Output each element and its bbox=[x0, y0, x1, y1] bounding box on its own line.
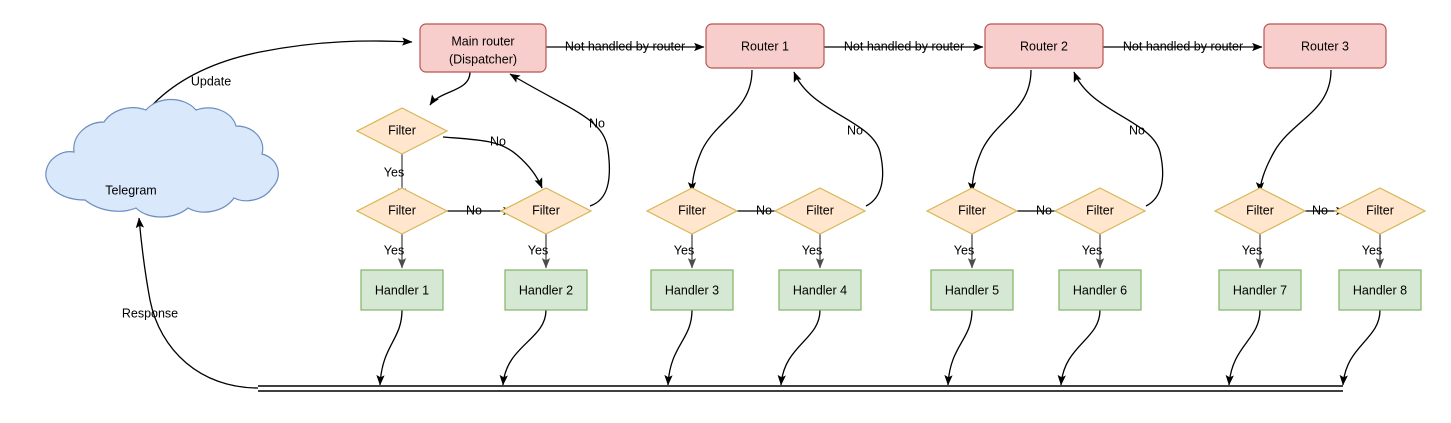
handler-7-label: Handler 7 bbox=[1233, 283, 1287, 297]
handler-2-label: Handler 2 bbox=[519, 283, 573, 297]
node-filter-9[interactable]: Filter bbox=[1333, 187, 1427, 235]
edge-filter4-no-to-router0 bbox=[509, 73, 611, 207]
node-filter-5[interactable]: Filter bbox=[773, 187, 867, 235]
filter-9-label: Filter bbox=[1366, 203, 1394, 217]
edge-filter1-no-to-filter2 bbox=[442, 136, 543, 189]
label-no-6: No bbox=[1129, 123, 1145, 137]
label-yes-0: Yes bbox=[384, 165, 404, 179]
handler-6-label: Handler 6 bbox=[1073, 283, 1127, 297]
label-yes-3: Yes bbox=[674, 243, 694, 257]
handler-1-label: Handler 1 bbox=[375, 283, 429, 297]
node-handler-1[interactable]: Handler 1 bbox=[360, 269, 444, 311]
node-main-router[interactable]: Main router (Dispatcher) bbox=[419, 23, 547, 73]
node-router-2[interactable]: Router 2 bbox=[984, 23, 1104, 69]
edge-response bbox=[135, 217, 259, 389]
node-handler-5[interactable]: Handler 5 bbox=[930, 269, 1014, 311]
node-handler-7[interactable]: Handler 7 bbox=[1218, 269, 1302, 311]
label-not-handled-1: Not handled by router bbox=[844, 39, 964, 53]
node-filter-3[interactable]: Filter bbox=[499, 187, 593, 235]
label-not-handled-0: Not handled by router bbox=[565, 39, 685, 53]
main-router-label-line1: Main router bbox=[451, 34, 514, 48]
node-router-3[interactable]: Router 3 bbox=[1263, 23, 1387, 69]
label-update: Update bbox=[191, 74, 231, 88]
edge-filter6-no-to-router1 bbox=[793, 71, 884, 207]
label-no-0: No bbox=[490, 134, 506, 148]
label-no-2: No bbox=[466, 203, 482, 217]
filter-4-label: Filter bbox=[678, 203, 706, 217]
main-router-label-line2: (Dispatcher) bbox=[449, 52, 517, 66]
label-no-4: No bbox=[847, 123, 863, 137]
node-telegram-cloud[interactable]: Telegram bbox=[45, 98, 279, 218]
label-no-7: No bbox=[1312, 203, 1328, 217]
label-no-3: No bbox=[756, 203, 772, 217]
telegram-label: Telegram bbox=[105, 183, 156, 197]
node-handler-8[interactable]: Handler 8 bbox=[1338, 269, 1422, 311]
edge-router1-to-filter5 bbox=[687, 69, 753, 193]
node-handler-3[interactable]: Handler 3 bbox=[650, 269, 734, 311]
handler-3-label: Handler 3 bbox=[665, 283, 719, 297]
edge-handler8-to-bus bbox=[1339, 309, 1381, 386]
node-handler-6[interactable]: Handler 6 bbox=[1058, 269, 1142, 311]
filter-2-label: Filter bbox=[388, 203, 416, 217]
router-3-label: Router 3 bbox=[1301, 39, 1349, 53]
node-handler-4[interactable]: Handler 4 bbox=[778, 269, 862, 311]
node-filter-1[interactable]: Filter bbox=[355, 107, 449, 155]
label-yes-6: Yes bbox=[1082, 243, 1102, 257]
node-handler-2[interactable]: Handler 2 bbox=[504, 269, 588, 311]
label-not-handled-2: Not handled by router bbox=[1123, 39, 1243, 53]
filter-3-label: Filter bbox=[532, 203, 560, 217]
edge-filter8-no-to-router2 bbox=[1073, 71, 1164, 207]
edge-handler7-to-bus bbox=[1225, 309, 1261, 386]
label-no-1: No bbox=[589, 116, 605, 130]
edge-handler6-to-bus bbox=[1057, 309, 1101, 386]
node-filter-4[interactable]: Filter bbox=[645, 187, 739, 235]
node-filter-6[interactable]: Filter bbox=[925, 187, 1019, 235]
edge-router2-to-filter7 bbox=[967, 69, 1032, 193]
edge-router3-to-filter9 bbox=[1255, 69, 1332, 193]
edge-handler5-to-bus bbox=[944, 309, 973, 386]
handler-5-label: Handler 5 bbox=[945, 283, 999, 297]
node-router-1[interactable]: Router 1 bbox=[705, 23, 825, 69]
filter-6-label: Filter bbox=[958, 203, 986, 217]
label-yes-1: Yes bbox=[384, 243, 404, 257]
edge-handler2-to-bus bbox=[499, 309, 547, 386]
label-yes-7: Yes bbox=[1242, 243, 1262, 257]
label-yes-5: Yes bbox=[954, 243, 974, 257]
edge-handler4-to-bus bbox=[777, 309, 821, 386]
filter-8-label: Filter bbox=[1246, 203, 1274, 217]
label-yes-8: Yes bbox=[1362, 243, 1382, 257]
filter-1-label: Filter bbox=[388, 123, 416, 137]
edge-router0-to-filter1 bbox=[429, 71, 471, 106]
filter-7-label: Filter bbox=[1086, 203, 1114, 217]
node-filter-2[interactable]: Filter bbox=[355, 187, 449, 235]
filter-5-label: Filter bbox=[806, 203, 834, 217]
node-filter-8[interactable]: Filter bbox=[1213, 187, 1307, 235]
handler-8-label: Handler 8 bbox=[1353, 283, 1407, 297]
node-filter-7[interactable]: Filter bbox=[1053, 187, 1147, 235]
edge-handler1-to-bus bbox=[376, 309, 403, 386]
router-1-label: Router 1 bbox=[741, 39, 789, 53]
label-yes-2: Yes bbox=[528, 243, 548, 257]
handler-4-label: Handler 4 bbox=[793, 283, 847, 297]
router-2-label: Router 2 bbox=[1020, 39, 1068, 53]
label-response: Response bbox=[122, 306, 178, 320]
label-no-5: No bbox=[1036, 203, 1052, 217]
edge-handler3-to-bus bbox=[664, 309, 693, 386]
label-yes-4: Yes bbox=[802, 243, 822, 257]
